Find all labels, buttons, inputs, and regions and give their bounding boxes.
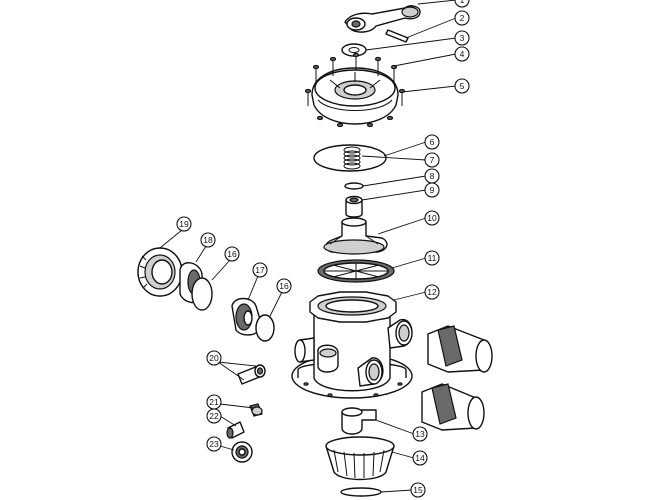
part-union-nut — [137, 247, 183, 297]
callout-label: 22 — [209, 411, 219, 421]
callout-label: 6 — [430, 137, 435, 147]
callout-10: 10 — [424, 210, 440, 226]
callout-label: 12 — [427, 287, 437, 297]
callout-label: 21 — [209, 397, 219, 407]
part-union-lower — [421, 383, 485, 431]
callout-8: 8 — [424, 168, 440, 184]
callout-label: 20 — [209, 353, 219, 363]
callout-12: 12 — [424, 284, 440, 300]
callout-label: 18 — [203, 235, 213, 245]
part-drain-elbow — [341, 407, 377, 435]
callout-label: 2 — [460, 13, 465, 23]
callout-15: 15 — [410, 482, 426, 498]
callout-18: 18 — [200, 232, 216, 248]
part-cap — [231, 441, 253, 463]
callout-label: 1 — [460, 0, 465, 5]
part-union-upper — [427, 325, 493, 373]
part-oring-union-right — [255, 314, 275, 342]
callout-2: 2 — [454, 10, 470, 26]
callout-3: 3 — [454, 30, 470, 46]
callout-21: 21 — [206, 394, 222, 410]
part-pin — [385, 29, 409, 43]
part-oring-small — [344, 182, 364, 190]
callout-label: 8 — [430, 171, 435, 181]
callout-7: 7 — [424, 152, 440, 168]
callout-5: 5 — [454, 78, 470, 94]
callout-label: 4 — [460, 49, 465, 59]
part-oring-bottom — [340, 487, 382, 497]
callout-label: 3 — [460, 33, 465, 43]
callout-label: 19 — [179, 219, 189, 229]
callout-label: 5 — [460, 81, 465, 91]
callout-label: 7 — [430, 155, 435, 165]
callout-label: 11 — [428, 253, 437, 263]
part-handle — [344, 5, 421, 33]
callout-label: 15 — [413, 485, 423, 495]
part-disc — [313, 144, 387, 172]
part-basket — [325, 436, 395, 481]
callout-20: 20 — [206, 350, 222, 366]
leader-lines — [159, 0, 457, 493]
callout-14: 14 — [412, 450, 428, 466]
callout-16a: 16 — [224, 246, 240, 262]
callout-label: 13 — [415, 429, 425, 439]
part-star-gasket — [317, 259, 395, 283]
part-cover-screws — [304, 52, 406, 128]
callout-17: 17 — [252, 262, 268, 278]
callout-4: 4 — [454, 46, 470, 62]
callout-23: 23 — [206, 436, 222, 452]
callout-label: 16 — [279, 281, 289, 291]
part-sight-glass — [237, 364, 266, 385]
callout-9: 9 — [424, 182, 440, 198]
callout-13: 13 — [412, 426, 428, 442]
part-spring — [343, 146, 361, 170]
part-cone-fitting — [226, 421, 245, 439]
callout-label: 23 — [209, 439, 219, 449]
part-valve-body — [291, 291, 413, 399]
callout-label: 9 — [430, 185, 435, 195]
part-plug — [249, 403, 263, 417]
callout-22: 22 — [206, 408, 222, 424]
callout-1: 1 — [454, 0, 470, 8]
part-cover — [311, 67, 399, 125]
callout-6: 6 — [424, 134, 440, 150]
part-oring-union-left — [191, 277, 213, 311]
callout-19: 19 — [176, 216, 192, 232]
callout-label: 10 — [427, 213, 437, 223]
callout-11: 11 — [424, 250, 440, 266]
callout-label: 16 — [227, 249, 237, 259]
part-rotor — [323, 217, 388, 255]
callout-16b: 16 — [276, 278, 292, 294]
callout-label: 14 — [415, 453, 425, 463]
part-union-body — [231, 297, 263, 336]
callout-label: 17 — [255, 265, 265, 275]
part-bushing — [345, 195, 363, 218]
